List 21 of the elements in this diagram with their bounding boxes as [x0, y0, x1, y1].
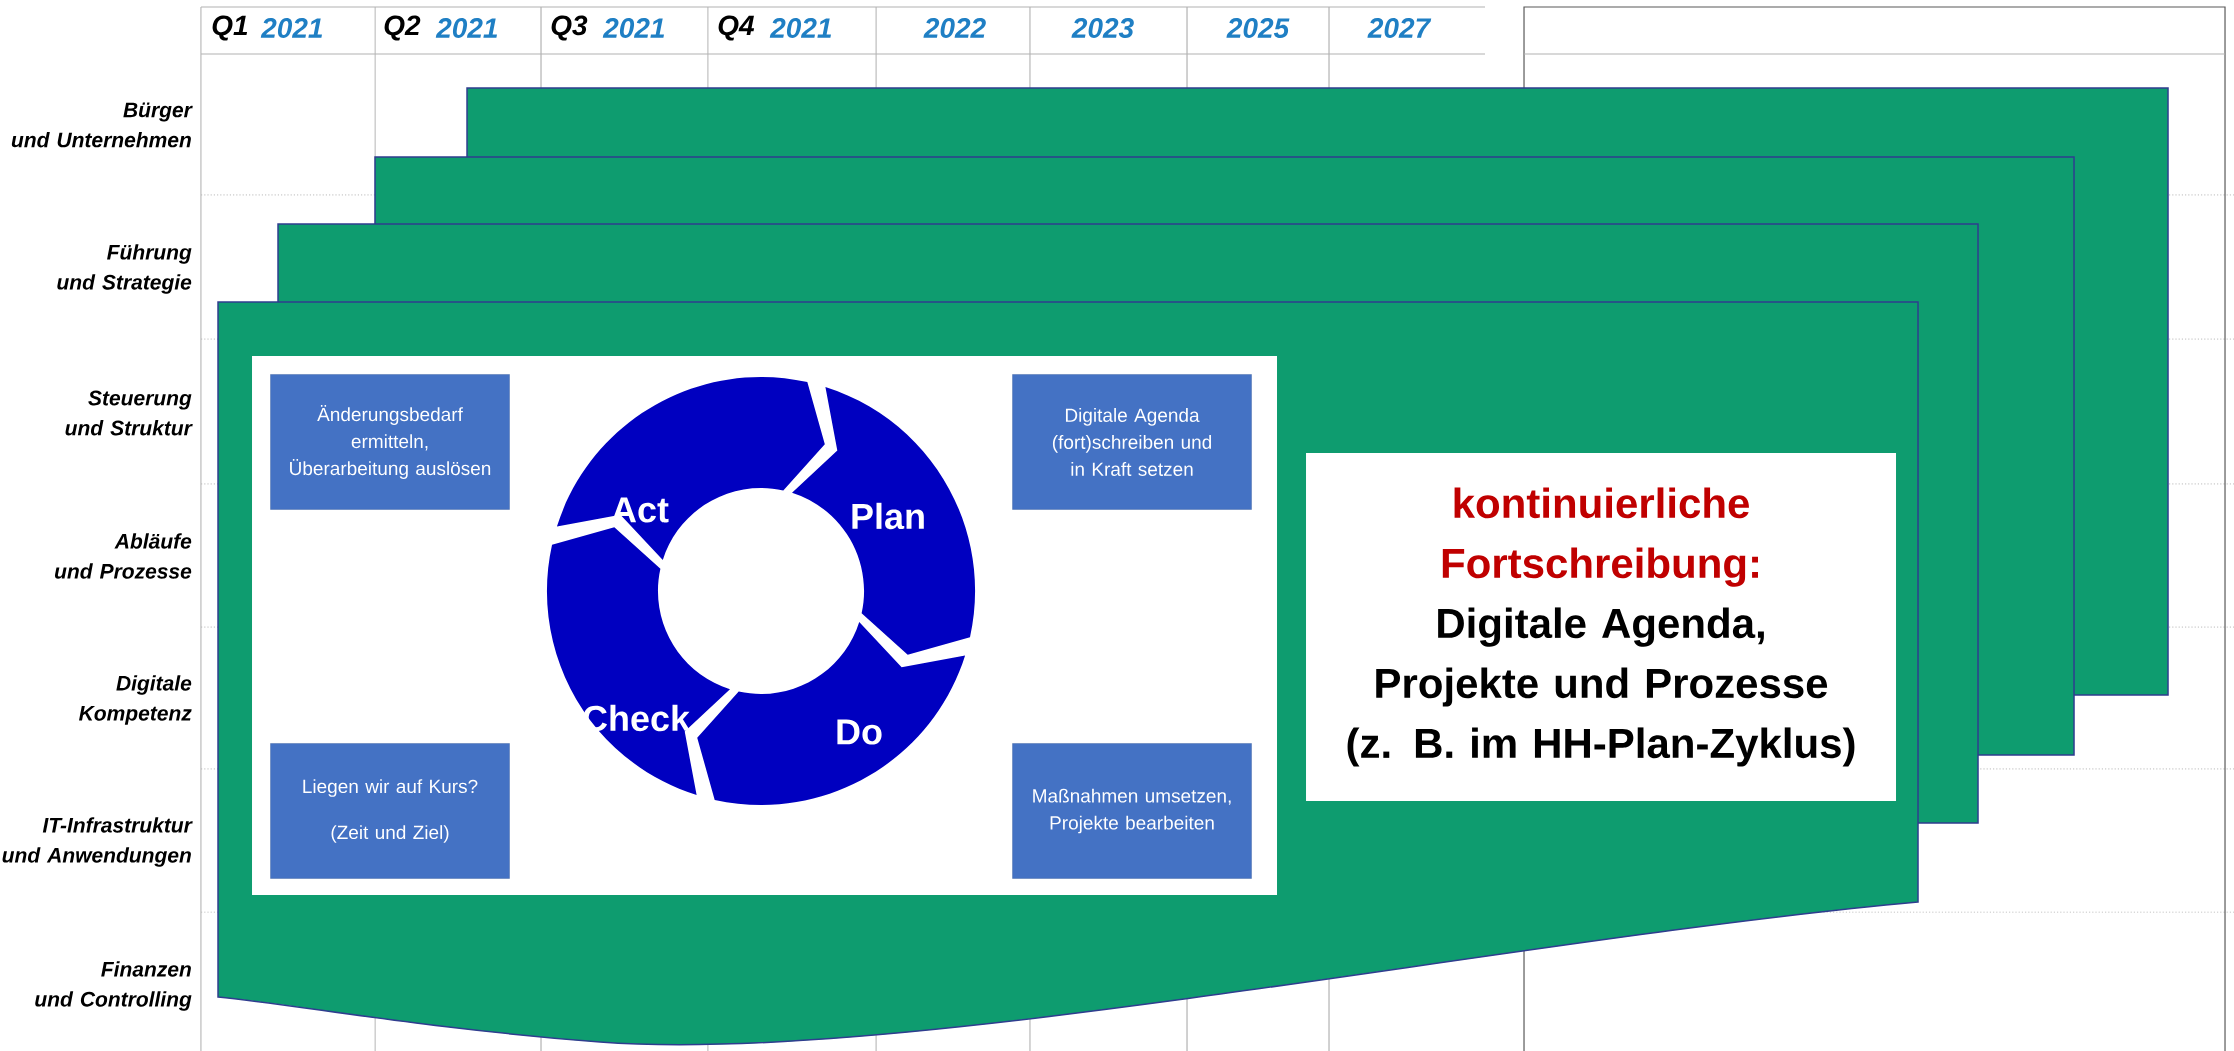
year-label: 2027 — [1367, 18, 1432, 38]
quarter-label: Q1 — [212, 15, 248, 41]
year-label: 2021 — [435, 18, 497, 38]
year-label: 2021 — [602, 18, 664, 38]
row-label: Steuerung und Struktur — [65, 390, 193, 436]
row-label: Bürger und Unternehmen — [11, 102, 193, 148]
year-label: 2022 — [923, 18, 986, 38]
step-box: Digitale Agenda (fort)schreiben und in Kraft setzen — [1012, 374, 1252, 510]
row-label: Finanzen und Controlling — [35, 961, 192, 1011]
quarter-label: Q3 — [551, 15, 588, 41]
year-label: 2025 — [1226, 18, 1290, 38]
quarter-label: Q4 — [718, 15, 755, 41]
year-label: 2021 — [260, 18, 322, 38]
year-label: 2021 — [769, 18, 831, 38]
quarter-label: Q2 — [384, 15, 421, 41]
row-label: Digitale Kompetenz — [79, 675, 192, 725]
year-label: 2023 — [1071, 18, 1134, 38]
cycle-segment: Plan — [792, 386, 975, 655]
row-label: IT-Infrastruktur und Anwendungen — [2, 817, 193, 867]
row-label: Abläufe und Prozesse — [55, 533, 192, 579]
row-label: Führung und Strategie — [57, 244, 192, 294]
